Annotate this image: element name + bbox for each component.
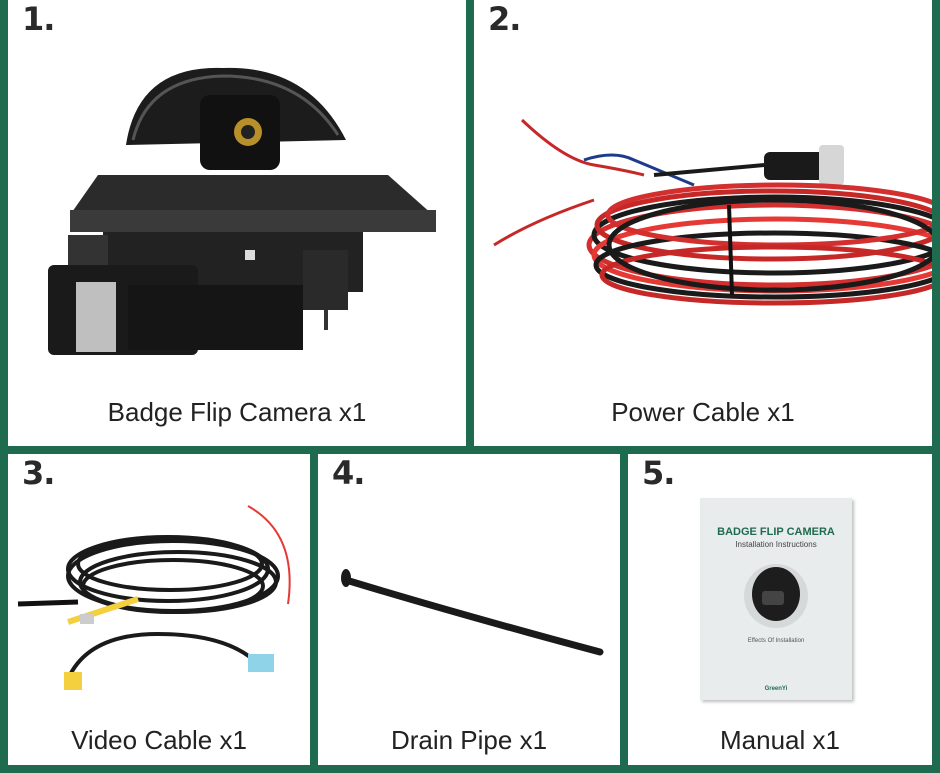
manual-image: BADGE FLIP CAMERA Installation Instructi… bbox=[700, 498, 852, 700]
badge-flip-camera-image bbox=[48, 67, 436, 355]
manual-subtitle: Installation Instructions bbox=[735, 540, 817, 549]
item-number: 4. bbox=[332, 454, 365, 492]
item-number: 1. bbox=[22, 0, 55, 38]
item-card-badge-flip-camera: 1. Badge Flip Camera x1 bbox=[8, 0, 466, 446]
item-caption: Power Cable x1 bbox=[611, 397, 795, 427]
power-cable-image bbox=[493, 118, 932, 306]
manual-title: BADGE FLIP CAMERA bbox=[717, 526, 835, 538]
item-number: 2. bbox=[488, 0, 521, 38]
item-card-drain-pipe: 4. Drain Pipe x1 bbox=[318, 454, 620, 765]
item-caption: Manual x1 bbox=[720, 725, 840, 755]
item-number: 5. bbox=[642, 454, 675, 492]
manual-brand: GreenYi bbox=[764, 686, 788, 692]
manual-illustration-caption: Effects Of Installation bbox=[747, 638, 805, 644]
manual-illustration bbox=[744, 564, 808, 628]
item-caption: Drain Pipe x1 bbox=[390, 725, 548, 755]
item-caption: Badge Flip Camera x1 bbox=[107, 397, 367, 427]
item-card-video-cable: 3. Video Cable x1 bbox=[8, 454, 310, 765]
item-caption: Video Cable x1 bbox=[71, 725, 247, 755]
video-cable-image bbox=[17, 505, 291, 690]
item-number: 3. bbox=[22, 454, 55, 492]
drain-pipe-image bbox=[341, 569, 604, 656]
item-card-power-cable: 2. Power Cable x1 bbox=[474, 0, 932, 446]
item-card-manual: 5. BADGE FLIP CAMERA Installation Instru… bbox=[628, 454, 932, 765]
